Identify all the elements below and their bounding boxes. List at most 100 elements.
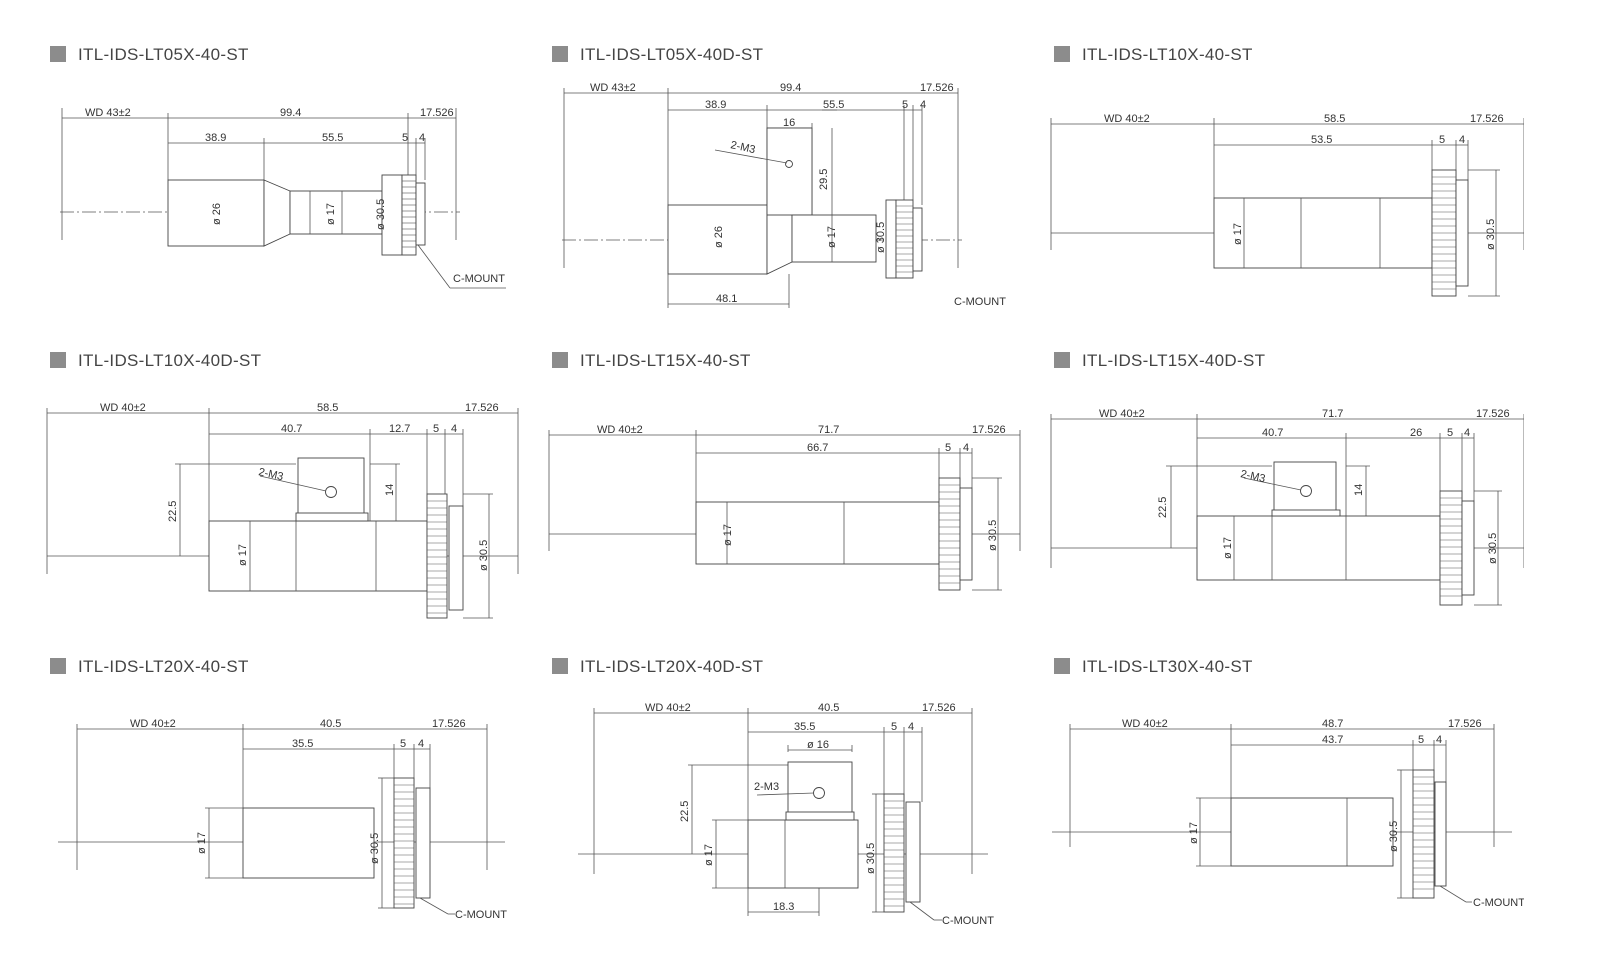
dim-port: ø 16 xyxy=(807,739,829,751)
panel-lt10x-40: ITL-IDS-LT10X-40-ST WD 40±2 58.5 17.526 … xyxy=(1004,0,1524,300)
screw-label: 2-M3 xyxy=(729,139,756,156)
title-text: ITL-IDS-LT10X-40D-ST xyxy=(78,351,262,370)
dim-dia-ring: ø 30.5 xyxy=(875,222,887,253)
dim-a: 38.9 xyxy=(705,99,726,111)
title-text: ITL-IDS-LT05X-40D-ST xyxy=(580,45,764,64)
dim-total: 99.4 xyxy=(280,107,301,119)
dim-total: 58.5 xyxy=(1324,113,1345,125)
knurl-lines xyxy=(884,800,904,907)
dim-d: 4 xyxy=(908,721,914,733)
dim-d: 4 xyxy=(1464,427,1470,439)
knurl-lines xyxy=(427,500,447,614)
dim-b: 55.5 xyxy=(823,99,844,111)
lens-drawing: WD 40±2 71.7 17.526 40.7 26 5 4 2-M3 14 … xyxy=(1050,408,1524,606)
dim-c: 5 xyxy=(1447,427,1453,439)
dim-a: 38.9 xyxy=(205,132,226,144)
title-marker-icon xyxy=(1054,658,1070,674)
knurl-lines xyxy=(1413,776,1434,890)
panel-lt05x-40d: ITL-IDS-LT05X-40D-ST WD 43±2 99.4 xyxy=(502,0,1022,308)
dim-flange: 17.526 xyxy=(465,402,499,414)
dim-d: 4 xyxy=(1436,734,1442,746)
screw-label: 2-M3 xyxy=(257,466,284,483)
dim-port-height: 14 xyxy=(1353,484,1365,496)
lens-drawing: WD 40±2 58.5 17.526 40.7 12.7 5 4 2-M3 1… xyxy=(46,402,519,619)
panel-lt30x-40: ITL-IDS-LT30X-40-ST WD 40±2 48.7 17.526 … xyxy=(1004,612,1524,912)
dim-dia-body: ø 17 xyxy=(1188,822,1200,844)
lens-drawing: WD 40±2 40.5 17.526 35.5 5 4 ø 17 ø 30.5… xyxy=(58,718,507,921)
dim-wd: WD 40±2 xyxy=(645,702,691,714)
panel-title: ITL-IDS-LT15X-40-ST xyxy=(552,351,751,371)
title-marker-icon xyxy=(50,352,66,368)
knurl-lines xyxy=(939,484,960,584)
panel-title: ITL-IDS-LT15X-40D-ST xyxy=(1054,351,1265,371)
dim-flange: 17.526 xyxy=(420,107,454,119)
dim-b: 26 xyxy=(1410,427,1422,439)
panel-title: ITL-IDS-LT30X-40-ST xyxy=(1054,657,1253,677)
dim-dia-ring: ø 30.5 xyxy=(1487,533,1499,564)
dim-dia-body: ø 17 xyxy=(196,832,208,854)
dim-dia-body: ø 17 xyxy=(237,544,249,566)
dim-dia-mid: ø 17 xyxy=(325,203,337,225)
title-marker-icon xyxy=(1054,352,1070,368)
dim-a: 66.7 xyxy=(807,442,828,454)
dim-total: 48.7 xyxy=(1322,718,1343,730)
screw-label: 2-M3 xyxy=(754,781,779,793)
dim-dia-body: ø 17 xyxy=(722,524,734,546)
dim-c: 5 xyxy=(402,132,408,144)
dim-total: 58.5 xyxy=(317,402,338,414)
lens-drawing: WD 40±2 71.7 17.526 66.7 5 4 ø 17 ø 30.5 xyxy=(548,424,1021,591)
dim-flange: 17.526 xyxy=(922,702,956,714)
lens-drawing: WD 40±2 58.5 17.526 53.5 5 4 ø 17 ø 30.5 xyxy=(1050,113,1524,297)
dim-flange: 17.526 xyxy=(920,82,954,94)
title-marker-icon xyxy=(552,46,568,62)
dim-flange: 17.526 xyxy=(972,424,1006,436)
dim-total: 40.5 xyxy=(818,702,839,714)
dim-port-height: 14 xyxy=(384,484,396,496)
dim-c: 5 xyxy=(433,423,439,435)
title-text: ITL-IDS-LT20X-40-ST xyxy=(78,657,249,676)
dim-b: 12.7 xyxy=(389,423,410,435)
dim-dia-body: ø 17 xyxy=(703,844,715,866)
panel-title: ITL-IDS-LT20X-40D-ST xyxy=(552,657,763,677)
mount-label: C-MOUNT xyxy=(455,909,507,921)
lens-drawing: WD 43±2 99.4 17.526 38.9 55.5 5 4 ø 26 ø… xyxy=(60,107,506,289)
dim-flange: 17.526 xyxy=(1448,718,1482,730)
panel-title: ITL-IDS-LT10X-40D-ST xyxy=(50,351,261,371)
title-text: ITL-IDS-LT10X-40-ST xyxy=(1082,45,1253,64)
panel-lt20x-40: ITL-IDS-LT20X-40-ST WD 40±2 40.5 17.526 … xyxy=(0,612,520,921)
dim-d: 4 xyxy=(1459,134,1465,146)
dim-dia-front: ø 26 xyxy=(713,226,725,248)
panel-lt15x-40d: ITL-IDS-LT15X-40D-ST WD 40±2 71.7 xyxy=(1004,306,1524,606)
title-marker-icon xyxy=(1054,46,1070,62)
dim-dia-ring: ø 30.5 xyxy=(478,540,490,571)
lens-drawing: WD 43±2 99.4 17.526 38.9 55.5 5 4 16 2-M… xyxy=(562,82,1006,308)
panel-lt20x-40d: ITL-IDS-LT20X-40D-ST xyxy=(502,612,1022,927)
dim-a: 40.7 xyxy=(1262,427,1283,439)
knurl-lines xyxy=(1440,497,1462,597)
dim-dia-front: ø 26 xyxy=(211,203,223,225)
dim-c: 5 xyxy=(945,442,951,454)
knurl-lines xyxy=(402,180,416,248)
title-text: ITL-IDS-LT05X-40-ST xyxy=(78,45,249,64)
dim-total: 71.7 xyxy=(1322,408,1343,420)
lens-drawing: WD 40±2 40.5 17.526 35.5 5 4 ø 16 2-M3 2… xyxy=(578,702,994,927)
panel-lt15x-40: ITL-IDS-LT15X-40-ST WD 40±2 71.7 17.526 … xyxy=(502,306,1022,606)
dim-wd: WD 40±2 xyxy=(130,718,176,730)
dim-d: 4 xyxy=(963,442,969,454)
dim-c: 5 xyxy=(1439,134,1445,146)
dim-dia-ring: ø 30.5 xyxy=(987,520,999,551)
dim-total: 71.7 xyxy=(818,424,839,436)
dim-wd: WD 40±2 xyxy=(597,424,643,436)
title-marker-icon xyxy=(50,658,66,674)
dim-bottom: 18.3 xyxy=(773,901,794,913)
dim-total: 40.5 xyxy=(320,718,341,730)
title-marker-icon xyxy=(50,46,66,62)
dim-d: 4 xyxy=(418,738,424,750)
dim-wd: WD 43±2 xyxy=(85,107,131,119)
panel-title: ITL-IDS-LT10X-40-ST xyxy=(1054,45,1253,65)
panel-title: ITL-IDS-LT05X-40-ST xyxy=(50,45,249,65)
dim-dia-body: ø 17 xyxy=(1222,537,1234,559)
dim-dia-ring: ø 30.5 xyxy=(1388,821,1400,852)
dim-a: 35.5 xyxy=(794,721,815,733)
dim-b: 55.5 xyxy=(322,132,343,144)
